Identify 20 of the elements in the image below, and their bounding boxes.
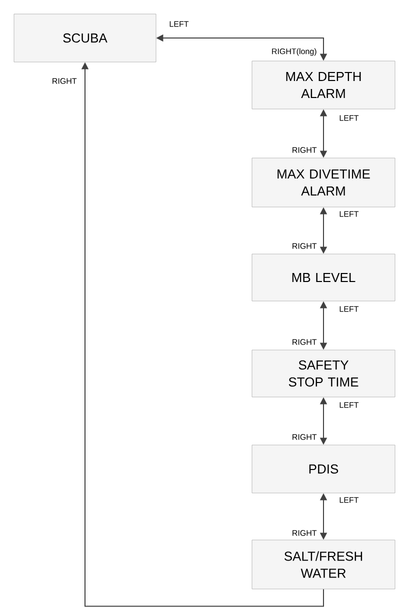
direction-label: RIGHT	[290, 338, 318, 346]
direction-label: RIGHT	[290, 433, 318, 441]
menu-box: SAFETY STOP TIME	[252, 350, 396, 398]
direction-label: RIGHT(long)	[270, 47, 318, 57]
direction-label: RIGHT	[290, 242, 318, 250]
edge-label: LEFT	[168, 20, 190, 28]
menu-box: PDIS	[252, 444, 396, 494]
direction-label: RIGHT	[290, 529, 318, 537]
edge-label: LEFT	[338, 305, 360, 313]
menu-box: MAX DEPTH ALARM	[252, 60, 396, 110]
menu-box: SALT/FRESH WATER	[252, 540, 396, 590]
edge-label: LEFT	[338, 496, 360, 504]
direction-label: RIGHT	[290, 146, 318, 154]
menu-box: MAX DIVETIME ALARM	[252, 158, 396, 208]
edge-label: LEFT	[338, 210, 360, 218]
menu-box: SCUBA	[14, 14, 156, 62]
menu-box: MB LEVEL	[252, 254, 396, 302]
edge-label: LEFT	[338, 114, 360, 122]
edge-label: LEFT	[338, 401, 360, 409]
edge-label: RIGHT	[50, 77, 78, 85]
